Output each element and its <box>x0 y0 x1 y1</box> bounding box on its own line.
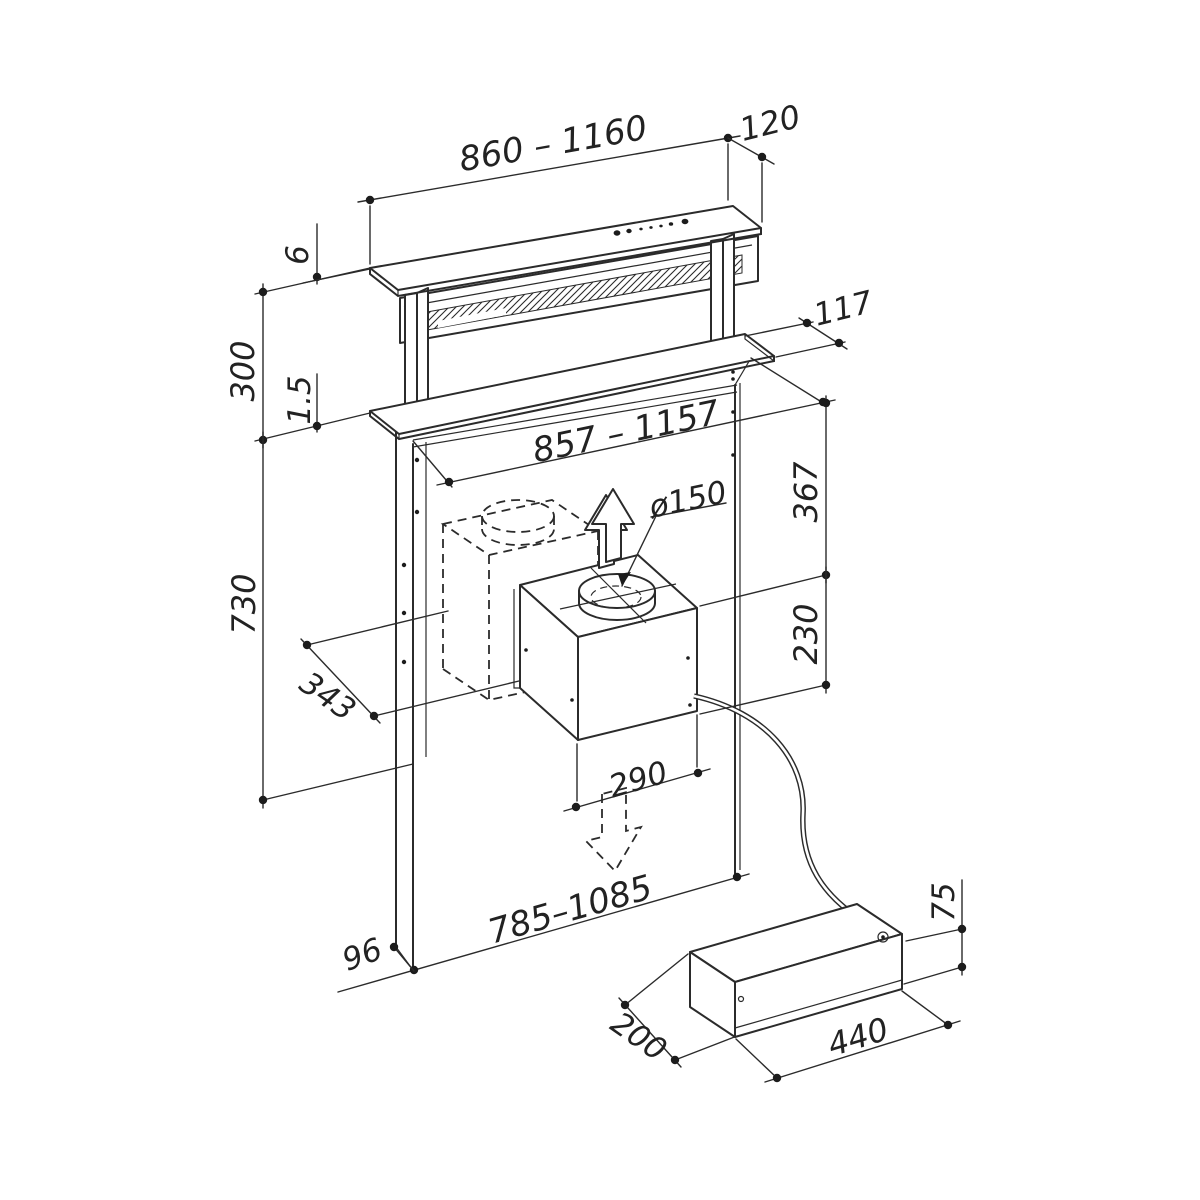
dim-label: 290 <box>605 755 672 806</box>
dim-hood-top-depth: 120 <box>727 97 804 223</box>
mounting-hole <box>401 562 407 568</box>
dim-label: 730 <box>225 573 263 634</box>
dim-worktop-depth: 117 <box>744 284 877 358</box>
dim-upper-section-height: 367 <box>699 395 831 607</box>
power-cable <box>693 693 883 934</box>
mounting-hole <box>731 370 735 374</box>
dim-housing-bottom-width: 785–1085 <box>337 868 750 993</box>
mounting-hole <box>731 410 735 414</box>
mounting-hole <box>414 509 420 515</box>
dim-motor-box-height: 230 <box>699 566 831 715</box>
dim-label: 300 <box>224 340 262 401</box>
dim-label: 200 <box>604 1005 673 1068</box>
dim-remote-box-height: 75 <box>903 879 967 985</box>
hood-body-grille <box>399 235 759 344</box>
dim-label: 120 <box>736 97 804 149</box>
dim-label: 860 – 1160 <box>456 108 650 180</box>
mounting-hole <box>731 377 735 381</box>
mounting-hole <box>401 610 407 616</box>
alt-duct-collar <box>481 499 555 533</box>
mounting-hole <box>401 659 407 665</box>
dim-label: 785–1085 <box>484 868 657 953</box>
dim-label: 367 <box>787 461 825 523</box>
hood-top-plate <box>369 205 762 298</box>
dim-label: 6 <box>280 245 316 265</box>
down-airflow-arrow <box>584 786 643 873</box>
up-airflow-arrow <box>584 488 635 569</box>
grille-slot <box>438 308 506 328</box>
dim-label: 857 – 1157 <box>529 393 724 472</box>
cable-grommet <box>877 931 889 943</box>
dim-label: ø150 <box>645 474 730 526</box>
dim-label: 343 <box>293 665 362 728</box>
dim-below-worktop-height: 730 <box>225 431 414 809</box>
mounting-hole <box>414 457 420 463</box>
mounting-hole <box>731 453 735 457</box>
dim-label: 96 <box>338 931 387 978</box>
dim-label: 75 <box>926 882 962 921</box>
control-buttons <box>613 218 689 236</box>
dim-label: 1.5 <box>282 375 318 424</box>
remote-blower-box <box>689 903 903 1038</box>
worktop-flange <box>369 333 775 441</box>
dim-label: 440 <box>823 1010 893 1064</box>
motor-box <box>513 554 698 741</box>
dim-label: 117 <box>810 284 876 333</box>
duct-collar <box>559 567 677 624</box>
dim-label: 230 <box>787 603 825 664</box>
dim-top-plate-thickness: 6 <box>280 223 371 285</box>
dim-riser-height: 300 <box>224 267 371 449</box>
dim-worktop-flange-thickness: 1.5 <box>282 373 322 433</box>
under-counter-housing <box>395 357 752 971</box>
dim-motor-offset: 343 <box>293 610 520 729</box>
